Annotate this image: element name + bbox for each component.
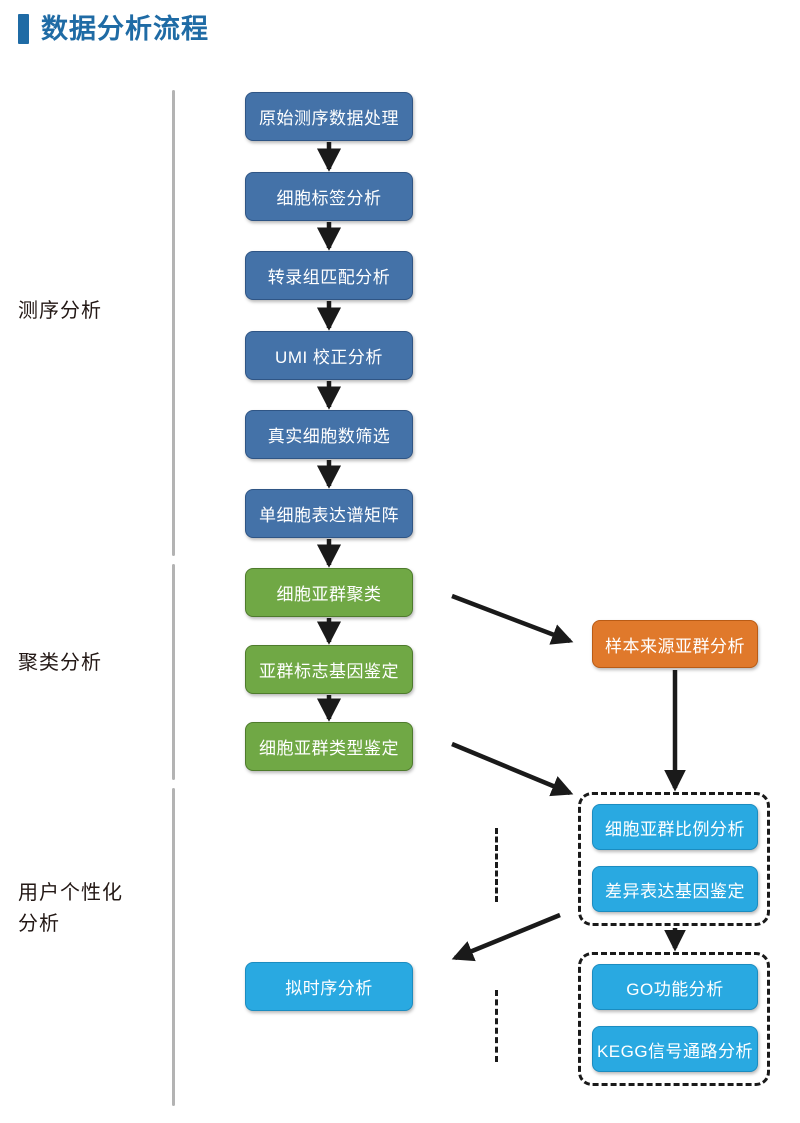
custom-analysis-group-2 <box>578 952 770 1086</box>
page-title: 数据分析流程 <box>41 13 209 44</box>
section-label-sequencing: 测序分析 <box>18 300 102 322</box>
arrow-celltype-to-custom-group1 <box>451 741 574 797</box>
step-go-enrichment[interactable]: GO功能分析 <box>592 964 758 1010</box>
step-deg-identification[interactable]: 差异表达基因鉴定 <box>592 866 758 912</box>
step-expression-matrix[interactable]: 单细胞表达谱矩阵 <box>245 489 413 538</box>
section-label-clustering: 聚类分析 <box>18 652 102 674</box>
step-umi-correction[interactable]: UMI 校正分析 <box>245 331 413 380</box>
step-kegg-pathway[interactable]: KEGG信号通路分析 <box>592 1026 758 1072</box>
step-subcluster-clustering[interactable]: 细胞亚群聚类 <box>245 568 413 617</box>
step-transcriptome-mapping[interactable]: 转录组匹配分析 <box>245 251 413 300</box>
section-rule-clustering <box>172 564 175 780</box>
title-accent-bar <box>18 14 29 44</box>
section-rule-custom <box>172 788 175 1106</box>
arrow-group2-to-pseudotime <box>451 912 561 962</box>
step-true-cell-filter[interactable]: 真实细胞数筛选 <box>245 410 413 459</box>
step-raw-sequencing-data[interactable]: 原始测序数据处理 <box>245 92 413 141</box>
dashed-separator-upper <box>495 828 498 902</box>
custom-analysis-group-1 <box>578 792 770 926</box>
section-rule-sequencing <box>172 90 175 556</box>
section-label-custom: 用户个性化 分析 <box>18 882 123 935</box>
dashed-separator-lower <box>495 990 498 1062</box>
arrow-clustering-to-sample-source <box>451 593 574 645</box>
step-subcluster-type-identification[interactable]: 细胞亚群类型鉴定 <box>245 722 413 771</box>
step-marker-gene-identification[interactable]: 亚群标志基因鉴定 <box>245 645 413 694</box>
page-title-row: 数据分析流程 <box>18 14 209 44</box>
step-sample-source-subcluster[interactable]: 样本来源亚群分析 <box>592 620 758 668</box>
step-cell-barcode-analysis[interactable]: 细胞标签分析 <box>245 172 413 221</box>
step-pseudotime-analysis[interactable]: 拟时序分析 <box>245 962 413 1011</box>
step-subcluster-proportion[interactable]: 细胞亚群比例分析 <box>592 804 758 850</box>
